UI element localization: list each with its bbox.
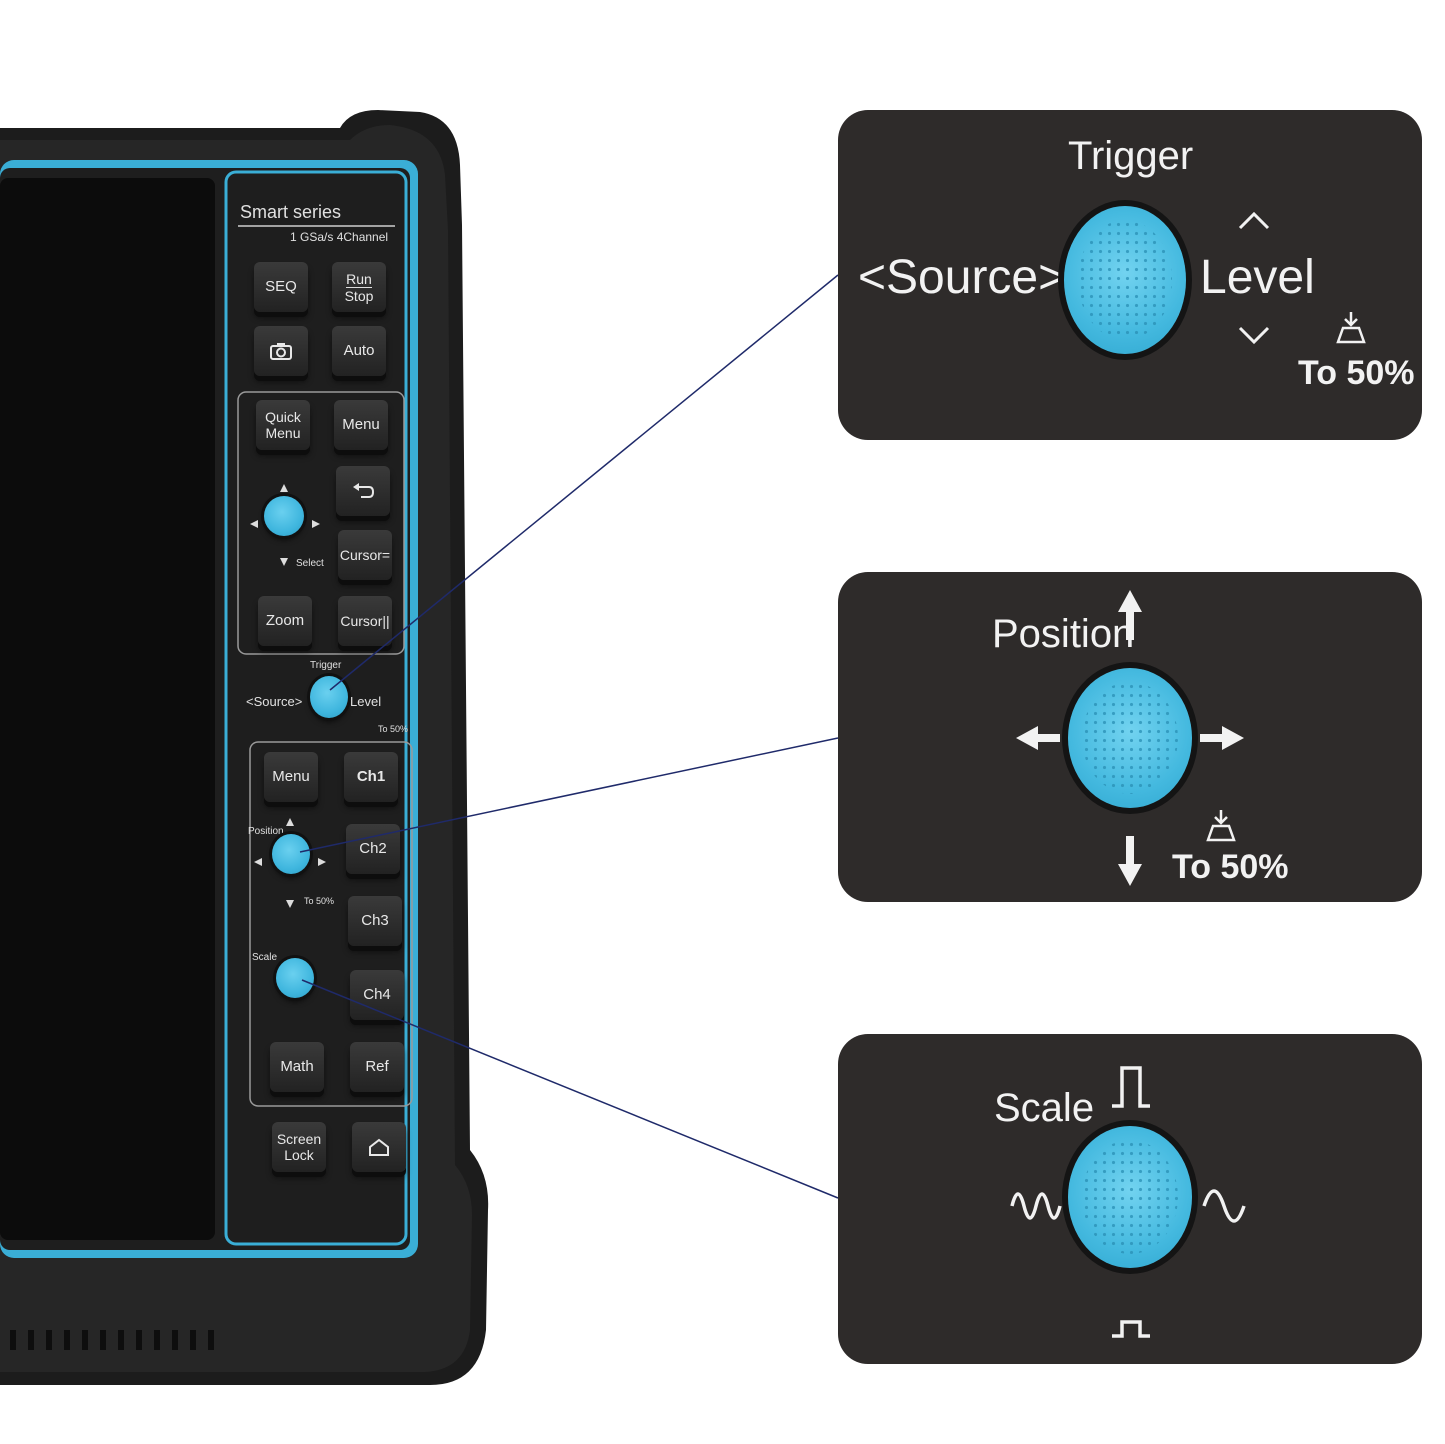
zoom-button[interactable]: Zoom	[258, 596, 312, 646]
home-icon	[369, 1138, 389, 1156]
position-callout-to50: To 50%	[1172, 848, 1289, 886]
position-label-small: Position	[248, 826, 284, 837]
source-label-small: <Source>	[246, 694, 303, 709]
ch3-button[interactable]: Ch3	[348, 896, 402, 946]
menu-top-label: Menu	[342, 416, 380, 433]
position-callout-panel: Position To 50%	[838, 572, 1422, 902]
ch3-label: Ch3	[361, 912, 389, 929]
arrow-down-icon	[286, 900, 294, 908]
series-subtitle: 1 GSa/s 4Channel	[290, 230, 389, 244]
scale-callout-panel: Scale	[838, 1034, 1422, 1364]
arrow-right-icon	[318, 858, 326, 866]
ch2-label: Ch2	[359, 840, 387, 857]
scale-label-small: Scale	[252, 952, 278, 963]
position-knob[interactable]	[272, 834, 310, 874]
level-label-small: Level	[350, 694, 382, 709]
scale-callout-title: Scale	[994, 1086, 1095, 1130]
trigger-label-small: Trigger	[310, 660, 342, 671]
cursor-vertical-button[interactable]: Cursor||	[338, 596, 392, 646]
ref-button[interactable]: Ref	[350, 1042, 404, 1092]
auto-button[interactable]: Auto	[332, 326, 386, 376]
arrow-left-icon	[250, 520, 258, 528]
scale-symbols	[1010, 1066, 1246, 1338]
quick-menu-label: Quick Menu	[265, 409, 301, 441]
trigger-callout-level: Level	[1200, 251, 1315, 304]
seq-label: SEQ	[265, 278, 297, 295]
seq-button[interactable]: SEQ	[254, 262, 308, 312]
run-label: Run	[346, 270, 372, 288]
arrow-up-icon	[286, 818, 294, 826]
arrow-right-icon	[1200, 726, 1244, 750]
trigger-callout-title: Trigger	[1068, 134, 1194, 178]
screen-lock-label: Screen Lock	[276, 1131, 322, 1163]
screenshot-button[interactable]	[254, 326, 308, 376]
home-button[interactable]	[352, 1122, 406, 1172]
menu-button-top[interactable]: Menu	[334, 400, 388, 450]
ref-label: Ref	[365, 1058, 389, 1075]
screen-lock-button[interactable]: Screen Lock	[272, 1122, 326, 1172]
position-arrows-large	[1016, 590, 1244, 886]
ch4-label: Ch4	[363, 986, 391, 1003]
chevron-up-icon	[1238, 211, 1270, 230]
channel-menu-button[interactable]: Menu	[264, 752, 318, 802]
trigger-callout-to50: To 50%	[1298, 354, 1415, 392]
scale-knob[interactable]	[276, 958, 314, 998]
sine-wave-wide-icon	[1202, 1189, 1246, 1223]
run-stop-button[interactable]: Run Stop	[332, 262, 386, 312]
cursor-v-label: Cursor||	[340, 613, 390, 629]
cursor-h-label: Cursor=	[339, 547, 391, 563]
zoom-label: Zoom	[265, 612, 305, 629]
back-button[interactable]	[336, 466, 390, 516]
push-icon-position	[1206, 810, 1236, 842]
math-label: Math	[280, 1058, 314, 1075]
select-label: Select	[296, 558, 324, 569]
series-title: Smart series	[240, 202, 342, 222]
menu-ch-label: Menu	[272, 768, 310, 785]
camera-icon	[270, 343, 292, 360]
to50-label-small: To 50%	[378, 724, 409, 734]
pulse-wide-icon	[1112, 1066, 1150, 1108]
arrow-right-icon	[312, 520, 320, 528]
position-callout-title: Position	[992, 612, 1135, 656]
trigger-callout-source: <Source>	[858, 251, 1067, 304]
back-arrow-icon	[353, 483, 375, 498]
chevron-down-icon	[1238, 326, 1270, 345]
level-arrows	[1238, 211, 1270, 345]
math-button[interactable]: Math	[270, 1042, 324, 1092]
auto-label: Auto	[343, 342, 375, 359]
cursor-horizontal-button[interactable]: Cursor=	[338, 530, 392, 580]
push-icon	[1336, 312, 1366, 344]
ch1-button[interactable]: Ch1	[344, 752, 398, 802]
arrow-down-icon	[1118, 836, 1142, 886]
trigger-callout-panel: Trigger <Source> Level To 50%	[838, 110, 1422, 440]
position-arrows	[254, 818, 326, 908]
trigger-knob[interactable]	[310, 676, 348, 718]
arrow-down-icon	[280, 558, 288, 566]
stop-label: Stop	[344, 287, 374, 304]
quick-menu-button[interactable]: Quick Menu	[256, 400, 310, 450]
scale-callout-knob	[1068, 1126, 1192, 1268]
arrow-left-icon	[254, 858, 262, 866]
pulse-narrow-icon	[1112, 1320, 1150, 1338]
to50-position-small: To 50%	[304, 896, 335, 906]
arrow-up-icon	[280, 484, 288, 492]
ch1-label: Ch1	[356, 768, 386, 785]
position-callout-knob	[1068, 668, 1192, 808]
multifunction-knob[interactable]	[264, 496, 304, 536]
ch4-button[interactable]: Ch4	[350, 970, 404, 1020]
multifunction-arrows	[250, 484, 320, 566]
sine-wave-icon	[1010, 1192, 1062, 1220]
arrow-up-icon	[1118, 590, 1142, 640]
trigger-callout-knob	[1064, 206, 1186, 354]
arrow-left-icon	[1016, 726, 1060, 750]
